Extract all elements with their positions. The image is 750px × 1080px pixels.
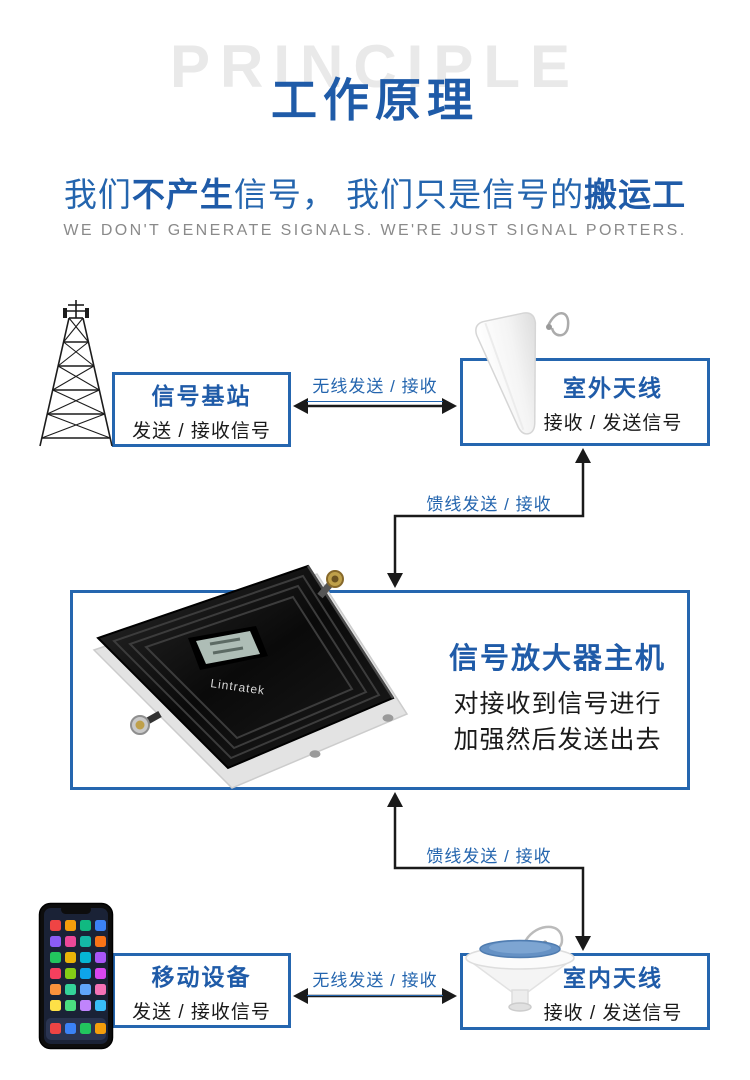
outdoor-antenna-box: 室外天线 接收 / 发送信号 bbox=[460, 358, 710, 446]
indoor-antenna-title: 室内天线 bbox=[563, 964, 663, 991]
amplifier-desc-line-1: 对接收到信号进行 bbox=[453, 690, 662, 718]
amplifier-desc-line-2: 加强然后发送出去 bbox=[453, 725, 662, 754]
subtitle-highlight: 不产生 bbox=[131, 176, 234, 213]
outdoor-antenna-icon bbox=[475, 312, 570, 435]
cell-tower-icon bbox=[39, 300, 113, 447]
subtitle-part: 信号， 我们只是信号的 bbox=[233, 176, 585, 213]
outdoor-antenna-title: 室外天线 bbox=[563, 375, 663, 401]
wireless-link-label-top: 无线发送 / 接收 bbox=[295, 372, 455, 402]
subtitle: 我们不产生信号， 我们只是信号的搬运工 bbox=[0, 168, 750, 216]
feeder-link-label-bottom: 馈线发送 / 接收 bbox=[426, 847, 552, 866]
amplifier-device-icon: Lintratek bbox=[92, 564, 409, 789]
page-title: 工作原理 bbox=[271, 74, 479, 126]
mobile-device-box: 移动设备 发送 / 接收信号 bbox=[112, 953, 291, 1028]
amplifier-title: 信号放大器主机 bbox=[448, 643, 666, 675]
indoor-antenna-icon bbox=[465, 925, 575, 1012]
wireless-link-label-bottom: 无线发送 / 接收 bbox=[295, 966, 455, 996]
subtitle-part: 我们 bbox=[63, 176, 132, 213]
base-station-title: 信号基站 bbox=[151, 382, 252, 409]
mobile-device-title: 移动设备 bbox=[151, 963, 252, 990]
base-station-box: 信号基站 发送 / 接收信号 bbox=[112, 372, 291, 447]
feeder-link-label-top: 馈线发送 / 接收 bbox=[426, 495, 552, 514]
subtitle-highlight: 搬运工 bbox=[584, 176, 687, 213]
outdoor-antenna-desc: 接收 / 发送信号 bbox=[543, 413, 683, 434]
indoor-antenna-desc: 接收 / 发送信号 bbox=[543, 1002, 683, 1024]
smartphone-icon bbox=[38, 902, 114, 1050]
watermark-text: PRINCIPLE bbox=[169, 33, 581, 100]
base-station-desc: 发送 / 接收信号 bbox=[132, 420, 271, 442]
subtitle-english: WE DON'T GENERATE SIGNALS. WE'RE JUST SI… bbox=[63, 222, 687, 239]
mobile-device-desc: 发送 / 接收信号 bbox=[132, 1001, 271, 1023]
